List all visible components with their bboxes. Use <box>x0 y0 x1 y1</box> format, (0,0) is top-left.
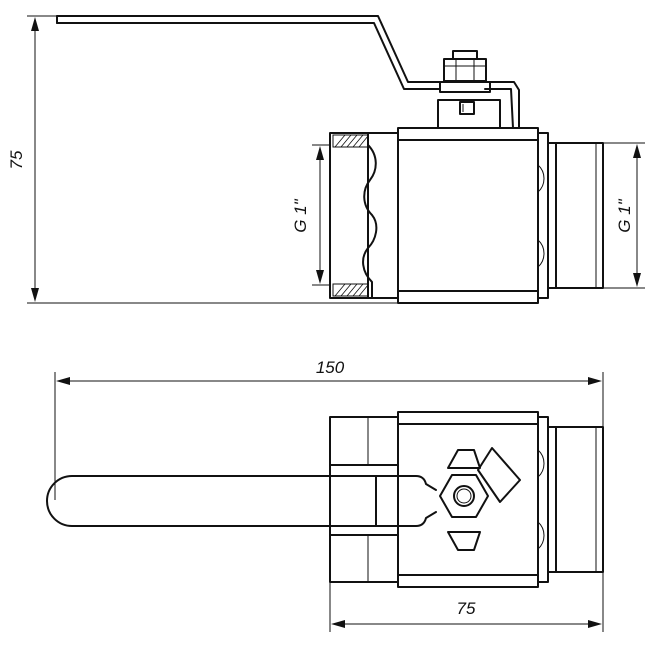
arrow-right <box>588 620 602 628</box>
lever-handle-plan <box>46 475 437 527</box>
thread-hatch-bottom <box>332 283 369 297</box>
dimension-thread-right: G 1" <box>603 142 645 289</box>
height-dimension-label: 75 <box>7 150 26 169</box>
stop-lug <box>447 447 521 551</box>
left-female-end <box>329 132 399 299</box>
dimension-thread-left: G 1" <box>291 144 330 286</box>
dimension-total-length: 150 <box>54 358 604 500</box>
dimension-height: 75 <box>7 15 398 304</box>
thread-right-label: G 1" <box>615 198 634 232</box>
arrow-down <box>31 288 39 302</box>
left-end-plan <box>329 416 399 583</box>
stem-nut <box>439 50 491 93</box>
arrow-right <box>588 377 602 385</box>
arrow-up <box>633 144 641 158</box>
arrow-up <box>31 17 39 31</box>
right-end-plan <box>537 416 604 583</box>
hex-nut-icon <box>439 474 489 518</box>
valve-top-view <box>46 411 604 588</box>
total-length-label: 150 <box>316 358 345 377</box>
arrow-up <box>316 146 324 160</box>
body-length-label: 75 <box>457 599 476 618</box>
dimension-body-length: 75 <box>329 572 604 632</box>
stem-housing <box>437 99 501 129</box>
valve-side-view <box>56 15 604 304</box>
lever-handle <box>56 15 520 129</box>
arrow-down <box>633 273 641 287</box>
arrow-left <box>331 620 345 628</box>
right-male-end <box>537 132 604 299</box>
arrow-down <box>316 270 324 284</box>
thread-hatch-top <box>332 134 369 148</box>
thread-left-label: G 1" <box>291 198 310 232</box>
arrow-left <box>56 377 70 385</box>
valve-body <box>397 127 539 304</box>
valve-body-plan <box>397 411 539 588</box>
